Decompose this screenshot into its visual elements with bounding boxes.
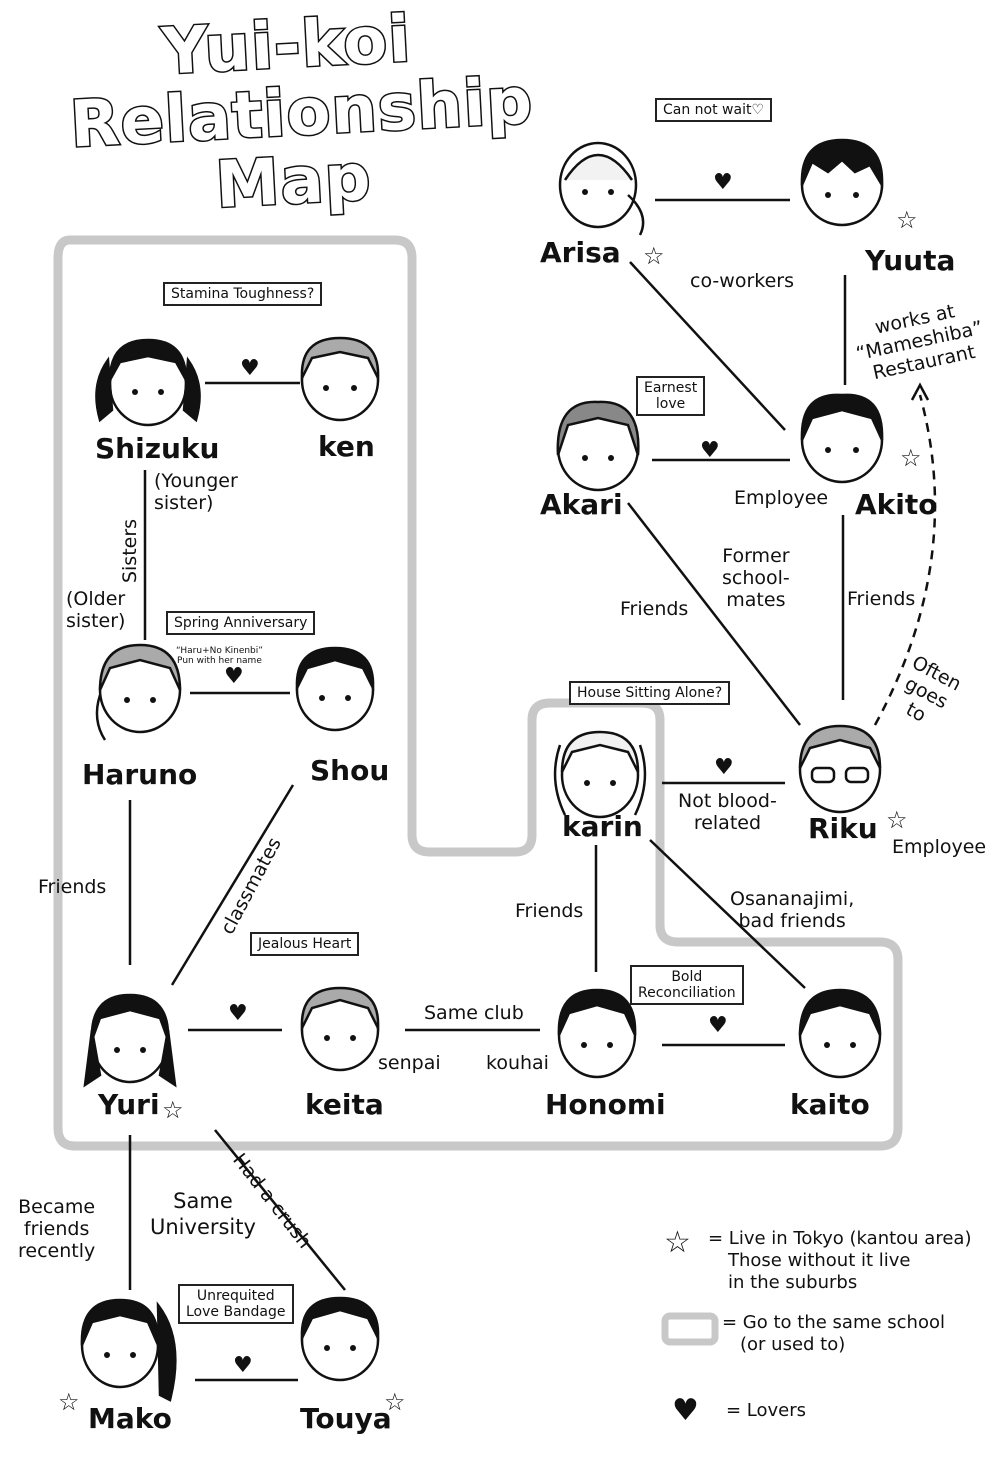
name-shou: Shou — [310, 754, 390, 787]
heart-icon: ♥ — [708, 1013, 728, 1038]
label-friends-akari-riku: Friends — [620, 598, 689, 620]
star-icon: ☆ — [643, 242, 665, 270]
label-younger-sister: (Younger sister) — [154, 470, 238, 514]
label-former-line-1: Former — [722, 545, 790, 567]
name-yuuta: Yuuta — [865, 244, 956, 277]
star-icon: ☆ — [896, 206, 918, 234]
legend-star-line-3: in the suburbs — [728, 1272, 858, 1293]
label-osananajimi: Osananajimi, bad friends — [730, 888, 854, 932]
label-same-uni-line-1: Same — [173, 1189, 233, 1213]
name-kaito: kaito — [790, 1088, 870, 1121]
name-riku: Riku — [808, 812, 878, 845]
label-not-blood-line-1: Not blood- — [678, 790, 777, 812]
name-akito: Akito — [855, 488, 938, 521]
pun-note-line-1: “Haru+No Kinenbi” — [176, 646, 263, 656]
legend-school-text: = Go to the same school (or used to) — [722, 1312, 945, 1356]
label-employee-akito: Employee — [734, 487, 829, 509]
name-akari: Akari — [540, 488, 623, 521]
label-not-blood-related: Not blood- related — [678, 790, 777, 834]
label-kouhai: kouhai — [486, 1052, 549, 1074]
box-bold-line-1: Bold — [671, 969, 703, 985]
box-unrequited-line-1: Unrequited — [196, 1288, 275, 1304]
name-haruno: Haruno — [82, 758, 198, 791]
legend-star-line-1: = Live in Tokyo (kantou area) — [708, 1228, 972, 1249]
label-became-friends: Became friends recently — [18, 1196, 95, 1262]
box-unrequited-line-2: Love Bandage — [186, 1304, 286, 1320]
label-became-line-1: Became — [18, 1196, 96, 1218]
label-not-blood-line-2: related — [693, 812, 762, 834]
name-mako: Mako — [88, 1402, 172, 1435]
box-earnest-love: Earnest love — [636, 376, 706, 416]
heart-icon: ♥ — [714, 755, 734, 780]
page-title: Yui-koi Relationship Map — [65, 1, 537, 228]
name-keita: keita — [305, 1088, 384, 1121]
label-became-line-3: recently — [18, 1240, 96, 1262]
name-arisa: Arisa — [540, 236, 621, 269]
star-icon: ☆ — [900, 444, 922, 472]
label-younger-line-1: (Younger — [154, 470, 238, 492]
star-icon: ☆ — [384, 1388, 406, 1416]
legend-heart-icon: ♥ — [672, 1393, 699, 1428]
box-spring-anniversary: Spring Anniversary — [166, 611, 316, 635]
label-friends-karin-honomi: Friends — [515, 900, 584, 922]
box-jealous-heart: Jealous Heart — [250, 932, 360, 956]
label-osana-line-2: bad friends — [738, 910, 846, 932]
label-coworkers: co-workers — [690, 270, 794, 292]
box-bold-reconciliation: Bold Reconciliation — [630, 965, 744, 1005]
label-older-line-1: (Older — [66, 588, 126, 610]
legend-star-text: = Live in Tokyo (kantou area) Those with… — [708, 1228, 971, 1294]
pun-note: “Haru+No Kinenbi” Pun with her name — [176, 646, 263, 666]
name-honomi: Honomi — [545, 1088, 666, 1121]
box-earnest-line-2: love — [655, 396, 686, 412]
heart-icon: ♥ — [233, 1353, 253, 1378]
label-osana-line-1: Osananajimi, — [730, 888, 855, 910]
name-ken: ken — [318, 430, 375, 463]
label-senpai: senpai — [378, 1052, 441, 1074]
label-former-line-3: mates — [726, 589, 786, 611]
label-former-line-2: school- — [722, 567, 790, 589]
school-outline — [53, 235, 903, 1151]
name-touya: Touya — [300, 1402, 392, 1435]
label-former-schoolmates: Former school- mates — [722, 545, 790, 611]
heart-icon: ♥ — [700, 438, 720, 463]
label-same-club: Same club — [424, 1002, 524, 1024]
label-friends-akito-riku: Friends — [847, 588, 916, 610]
name-yuri: Yuri — [98, 1088, 160, 1121]
box-unrequited-love: Unrequited Love Bandage — [178, 1284, 294, 1324]
legend-school-line-1: = Go to the same school — [722, 1312, 945, 1333]
legend-star-line-2: Those without it live — [728, 1250, 911, 1271]
name-shizuku: Shizuku — [95, 432, 220, 465]
label-sisters: Sisters — [119, 518, 142, 584]
name-karin: karin — [562, 810, 643, 843]
heart-icon: ♥ — [713, 170, 733, 195]
star-icon: ☆ — [162, 1096, 184, 1124]
legend-lovers: = Lovers — [726, 1400, 807, 1421]
box-stamina: Stamina Toughness? — [163, 282, 323, 306]
label-older-sister: (Older sister) — [66, 588, 125, 632]
label-employee-riku: Employee — [892, 836, 987, 858]
label-same-university: Same University — [150, 1188, 256, 1240]
label-older-line-2: sister) — [66, 610, 126, 632]
star-icon: ☆ — [886, 806, 908, 834]
label-friends-haruno-yuri: Friends — [38, 876, 107, 898]
pun-note-line-2: Pun with her name — [177, 656, 262, 666]
heart-icon: ♥ — [224, 664, 244, 689]
label-same-uni-line-2: University — [150, 1215, 256, 1239]
box-earnest-line-1: Earnest — [644, 380, 698, 396]
label-became-line-2: friends — [23, 1218, 90, 1240]
star-icon: ☆ — [58, 1388, 80, 1416]
heart-icon: ♥ — [240, 356, 260, 381]
legend-school-line-2: (or used to) — [740, 1334, 846, 1355]
box-can-not-wait: Can not wait♡ — [655, 98, 773, 122]
box-bold-line-2: Reconciliation — [638, 985, 736, 1001]
legend-star-icon: ☆ — [664, 1225, 691, 1260]
heart-icon: ♥ — [228, 1001, 248, 1026]
label-younger-line-2: sister) — [154, 492, 214, 514]
box-house-sitting: House Sitting Alone? — [569, 681, 731, 705]
